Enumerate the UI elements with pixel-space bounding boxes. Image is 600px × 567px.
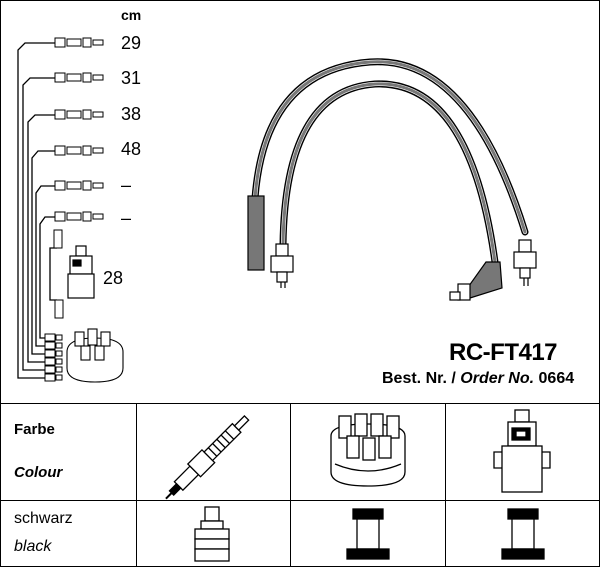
cable-length-3: 38 <box>121 104 142 124</box>
coil-cable-ends <box>53 229 64 319</box>
model-number: RC-FT417 <box>449 339 558 366</box>
distributor-cap-icon <box>330 413 406 487</box>
cable-end-boot-4 <box>513 239 537 286</box>
cable-end-boot-3 <box>449 261 503 301</box>
colour-label-de: Farbe <box>14 421 55 438</box>
cable-length-4: 48 <box>121 139 142 159</box>
cable-length-1: 29 <box>121 33 142 53</box>
distributor-connectors <box>44 333 63 382</box>
order-number: Best. Nr. / Order No. 0664 <box>382 370 574 388</box>
distributor-boot-icon <box>346 508 390 560</box>
cable-end-boot-1 <box>247 195 265 271</box>
cable-connectors <box>54 37 104 222</box>
cable-set-diagram <box>17 37 537 383</box>
order-label: Order No. <box>460 370 535 387</box>
coil-cable <box>49 247 57 301</box>
order-value: 0664 <box>538 370 575 387</box>
colour-label-en: Colour <box>14 464 63 481</box>
table-top-rule <box>0 403 600 404</box>
cable-end-boot-2 <box>270 243 294 288</box>
color-value-de: schwarz <box>14 510 73 527</box>
unit-label: cm <box>121 7 142 23</box>
plug-boot-icon <box>194 506 230 562</box>
cable-length-2: 31 <box>121 68 142 88</box>
coil-length: 28 <box>103 268 124 288</box>
table-col-rule-3 <box>445 403 446 566</box>
table-col-rule-2 <box>290 403 291 566</box>
ignition-coil-icon <box>493 409 551 493</box>
table-mid-rule <box>0 500 600 501</box>
cable-bundle <box>17 42 55 379</box>
coil-boot-icon <box>501 508 545 560</box>
arched-cables <box>251 58 529 266</box>
table-col-rule-1 <box>136 403 137 566</box>
cable-length-6: – <box>121 208 132 228</box>
color-value-en: black <box>14 538 52 555</box>
ignition-coil-small <box>67 245 95 299</box>
cable-length-5: – <box>121 175 132 195</box>
order-prefix: Best. Nr. / <box>382 370 456 387</box>
spark-plug-icon <box>165 415 250 500</box>
distributor-cap-small <box>66 328 124 383</box>
